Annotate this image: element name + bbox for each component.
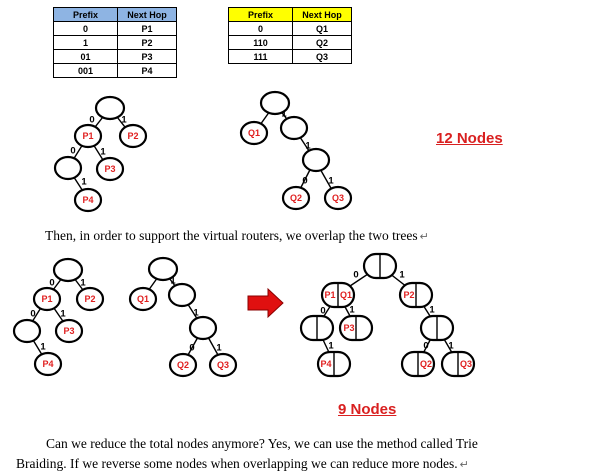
edge-label: 0 — [423, 341, 428, 352]
trie-node — [94, 95, 126, 121]
node-label-q3: Q3 — [332, 193, 344, 203]
trie-node-q1 — [128, 286, 158, 312]
edge-label: 1 — [448, 341, 454, 352]
node-label-p1: P1 — [41, 294, 52, 304]
edge-label: 1 — [193, 308, 199, 319]
edge-label: 1 — [81, 177, 87, 188]
return-mark: ↵ — [419, 231, 429, 243]
table-q-header-nexthop: Next Hop — [292, 7, 352, 22]
node-label-q3: Q3 — [460, 359, 472, 369]
node-label-p1: P1 — [82, 131, 93, 141]
trie-node-p4 — [73, 187, 103, 213]
trie-node — [259, 90, 291, 116]
trie-node — [301, 147, 331, 173]
edge-label: 1 — [121, 115, 127, 126]
table-p-header-nexthop: Next Hop — [117, 7, 177, 22]
trie-node-p2 — [118, 123, 148, 149]
edge-label: 1 — [328, 176, 334, 187]
trie-merged: 0 1 0 1 1 1 0 1 P1 Q1 P2 P3 P4 — [299, 252, 476, 378]
node-label-q1: Q1 — [137, 294, 149, 304]
edge-label: 1 — [80, 278, 86, 289]
node-label-q2: Q2 — [290, 193, 302, 203]
node-label-q2: Q2 — [420, 359, 432, 369]
edge-label: 0 — [302, 176, 307, 187]
trie-node — [52, 257, 84, 283]
node-label-p4: P4 — [320, 359, 331, 369]
node-label-q3: Q3 — [217, 360, 229, 370]
edge-label: 1 — [216, 343, 222, 354]
node-label-q2: Q2 — [177, 360, 189, 370]
trie-node-q1 — [239, 120, 269, 146]
table-p-header-prefix: Prefix — [53, 7, 118, 22]
overlap-sentence-text: Then, in order to support the virtual ro… — [45, 228, 418, 243]
question-line-2: Braiding. If we reverse some nodes when … — [16, 456, 469, 472]
edge-label: 0 — [70, 146, 75, 157]
merge-arrow-icon — [247, 287, 284, 319]
node-label-p3: P3 — [63, 326, 74, 336]
edge-label: 1 — [328, 341, 334, 352]
edge-label: 1 — [40, 342, 46, 353]
trie-node-p1 — [32, 286, 62, 312]
edge-label: 1 — [399, 270, 405, 281]
trie-q-top: 1 1 0 1 Q1 Q2 Q3 — [239, 90, 353, 211]
question-line-1: Can we reduce the total nodes anymore? Y… — [46, 436, 478, 451]
question-line-2-text: Braiding. If we reverse some nodes when … — [16, 456, 458, 471]
trie-node — [279, 115, 309, 141]
edge-label: 1 — [349, 305, 355, 316]
node-label-p2: P2 — [403, 290, 414, 300]
trie-node — [12, 318, 42, 344]
edge-label: 0 — [189, 343, 194, 354]
overlap-sentence: Then, in order to support the virtual ro… — [45, 228, 429, 244]
table-cell: P4 — [117, 63, 177, 78]
twelve-nodes-label: 12 Nodes — [436, 130, 503, 147]
trie-node — [53, 155, 83, 181]
trie-q-bottom: 1 1 0 1 Q1 Q2 Q3 — [128, 256, 238, 378]
table-cell: Q3 — [292, 49, 352, 64]
trie-p-bottom: 0 1 0 1 1 P1 P2 P3 P4 — [12, 257, 105, 377]
node-label-p4: P4 — [82, 195, 93, 205]
node-label-p2: P2 — [84, 294, 95, 304]
node-label-p3: P3 — [104, 164, 115, 174]
edge-label: 1 — [60, 309, 66, 320]
return-mark: ↵ — [459, 459, 469, 471]
node-label-p2: P2 — [127, 131, 138, 141]
node-label-p3: P3 — [343, 323, 354, 333]
trie-node — [167, 282, 197, 308]
trie-node-q3 — [323, 185, 353, 211]
node-label-q1: Q1 — [340, 290, 352, 300]
trie-p-top: 0 1 0 1 1 P1 P2 P3 P4 — [53, 95, 148, 213]
trie-node-p2 — [75, 286, 105, 312]
trie-node-p1 — [73, 123, 103, 149]
edge-label: 0 — [320, 306, 325, 317]
trie-node-p3 — [95, 156, 125, 182]
trie-node — [188, 315, 218, 341]
trie-node-p4 — [33, 351, 63, 377]
trie-node-q2 — [168, 352, 198, 378]
trie-node-q2 — [281, 185, 311, 211]
edge-label: 0 — [353, 270, 358, 281]
edge-label: 1 — [100, 147, 106, 158]
edge-label: 0 — [49, 278, 54, 289]
edge-label: 0 — [30, 309, 35, 320]
trie-node-p3 — [54, 318, 84, 344]
node-label-q1: Q1 — [248, 128, 260, 138]
node-label-p1: P1 — [324, 290, 335, 300]
trie-node — [147, 256, 179, 282]
edge-label: 1 — [170, 276, 176, 287]
edge-label: 1 — [429, 305, 435, 316]
trie-node-q3 — [208, 352, 238, 378]
node-label-p4: P4 — [42, 359, 53, 369]
edge-label: 1 — [305, 141, 311, 152]
edge-label: 1 — [281, 109, 287, 120]
nine-nodes-label: 9 Nodes — [338, 401, 397, 418]
edge-label: 0 — [89, 115, 94, 126]
